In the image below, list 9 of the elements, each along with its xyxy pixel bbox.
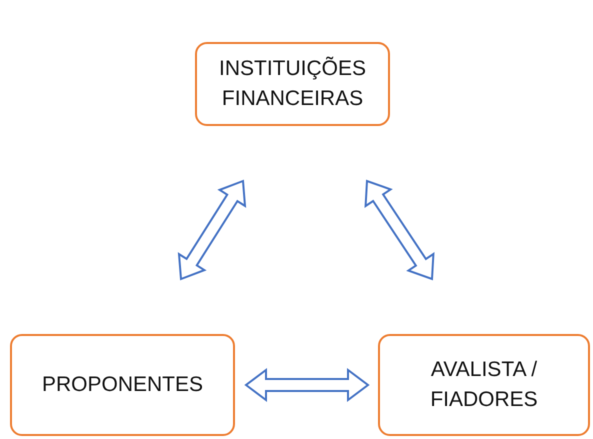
box-label: AVALISTA / FIADORES [429, 357, 539, 413]
rounded-box [10, 334, 235, 436]
rounded-box [378, 334, 590, 436]
box-label: INSTITUIÇÕES FINANCEIRAS [218, 56, 367, 112]
rounded-box [195, 42, 390, 126]
double-arrow [178, 180, 246, 280]
box-label: PROPONENTES [42, 372, 204, 398]
double-arrow [244, 368, 370, 402]
double-arrow [364, 180, 435, 280]
